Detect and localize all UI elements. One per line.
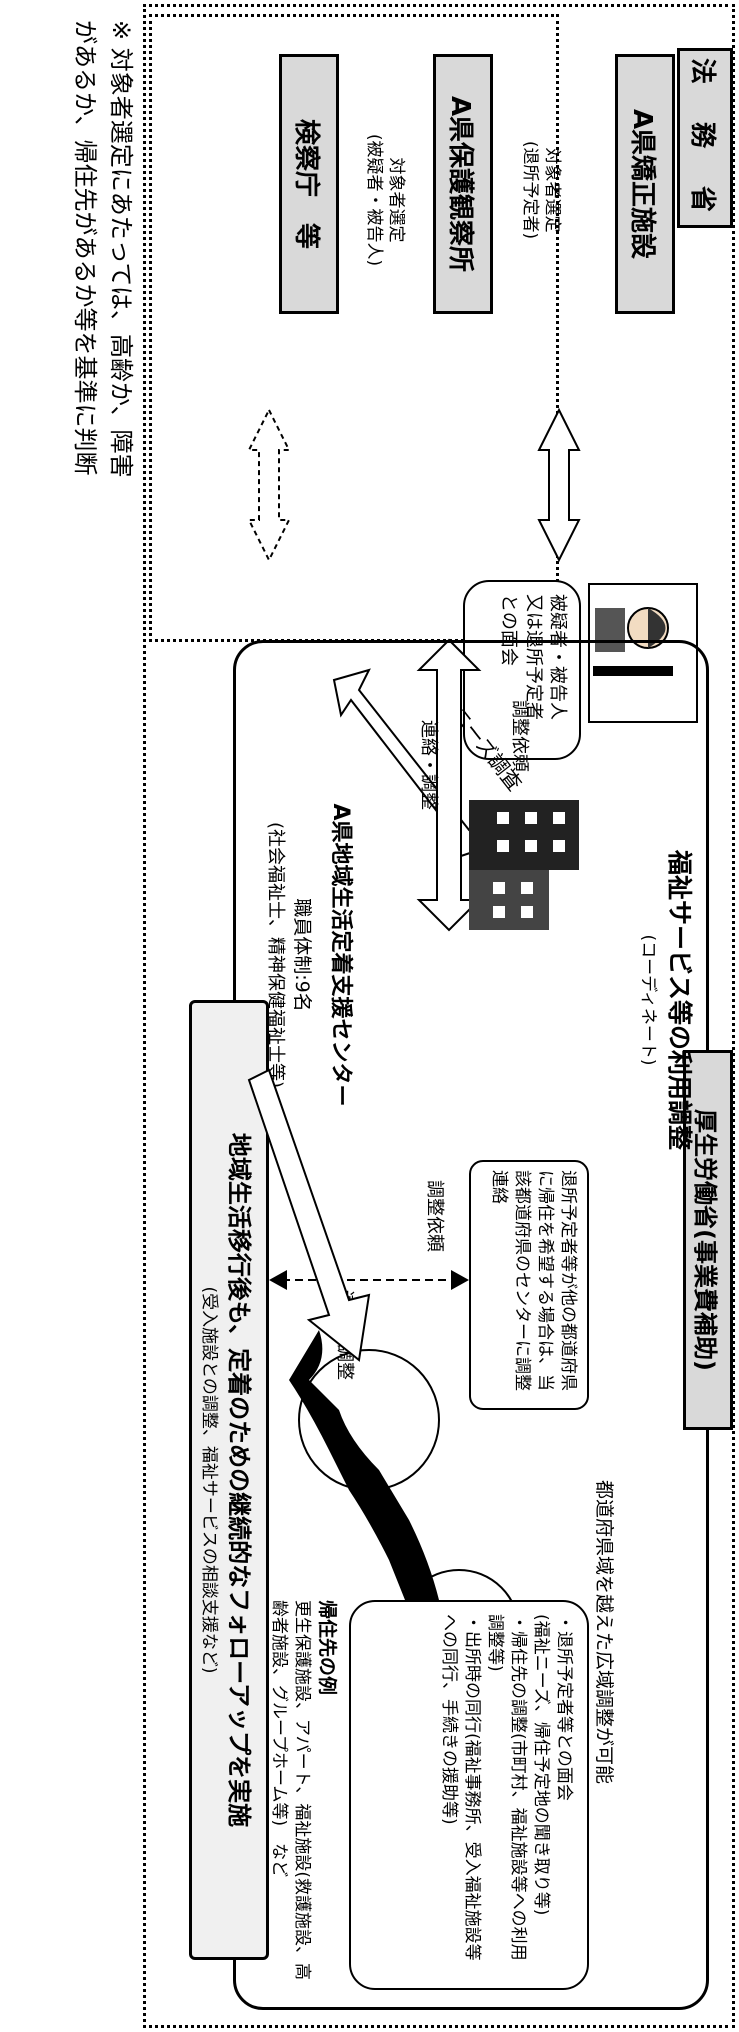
footnote: ※ 対象者選定にあたっては、高齢か、障害 があるか、帰住先があるか等を基準に判断 [67, 20, 139, 1020]
activity-item: ・帰住先の調整(市町村、福祉施設等への利用調整等) [485, 1614, 529, 1961]
coordination-heading: 福祉サービス等の利用調整 (コーディネート) [638, 800, 699, 1200]
coordination-double-arrow [269, 1270, 469, 1290]
selection-label-suspects: 対象者選定 (被疑者・被告人) [363, 133, 406, 267]
footnote-line: があるか、帰住先があるか等を基準に判断 [71, 20, 99, 476]
moj-arrows [247, 407, 581, 563]
coordination-title: 福祉サービス等の利用調整 [665, 849, 694, 1150]
destinations-block: 帰住先の例 更生保護施設、アパート、福祉施設(救護施設、高齢者施設、グループホー… [267, 1600, 339, 1980]
center-probation-arrow [416, 638, 482, 932]
activity-item: (福祉ニーズ、帰住予定地の聞き取り等) [531, 1614, 552, 1916]
prosecutor-box: 検察庁 等 [279, 54, 339, 314]
coordination-subtitle: (コーディネート) [638, 934, 658, 1066]
footnote-line: ※ 対象者選定にあたっては、高齢か、障害 [107, 20, 135, 478]
wide-area-note: 都道府県域を越えた広域調整が可能 [593, 1480, 615, 1785]
building-icon [469, 800, 579, 930]
destinations-title: 帰住先の例 [316, 1600, 338, 1696]
facility-probation-arrow [537, 407, 581, 563]
selection-label-pre-release: 対象者選定 (退所予定者) [519, 140, 562, 240]
activities-bubble: ・退所予定者等との面会 (福祉ニーズ、帰住予定地の聞き取り等) ・帰住先の調整(… [349, 1600, 589, 1990]
facility-box: A県矯正施設 [615, 54, 675, 314]
activity-item: ・退所予定者等との面会 [554, 1614, 574, 1801]
activity-item: ・出所時の同行(福祉事務所、受入福祉施設等への同行、手続きの援助等) [439, 1614, 483, 1961]
person-desk-icon [588, 583, 698, 723]
followup-subtitle: (受入施設との調整、福祉サービスの相談支援など) [199, 1286, 219, 1674]
moj-title: 法 務 省 [677, 48, 733, 228]
destinations-list: 更生保護施設、アパート、福祉施設(救護施設、高齢者施設、グループホーム等) など [269, 1600, 313, 1980]
coordination-request-label: 調整依頼 [424, 1180, 445, 1252]
prosecutor-probation-arrow [247, 407, 291, 563]
probation-office-box: A県保護観察所 [433, 54, 493, 314]
followup-arrow [247, 1068, 371, 1362]
